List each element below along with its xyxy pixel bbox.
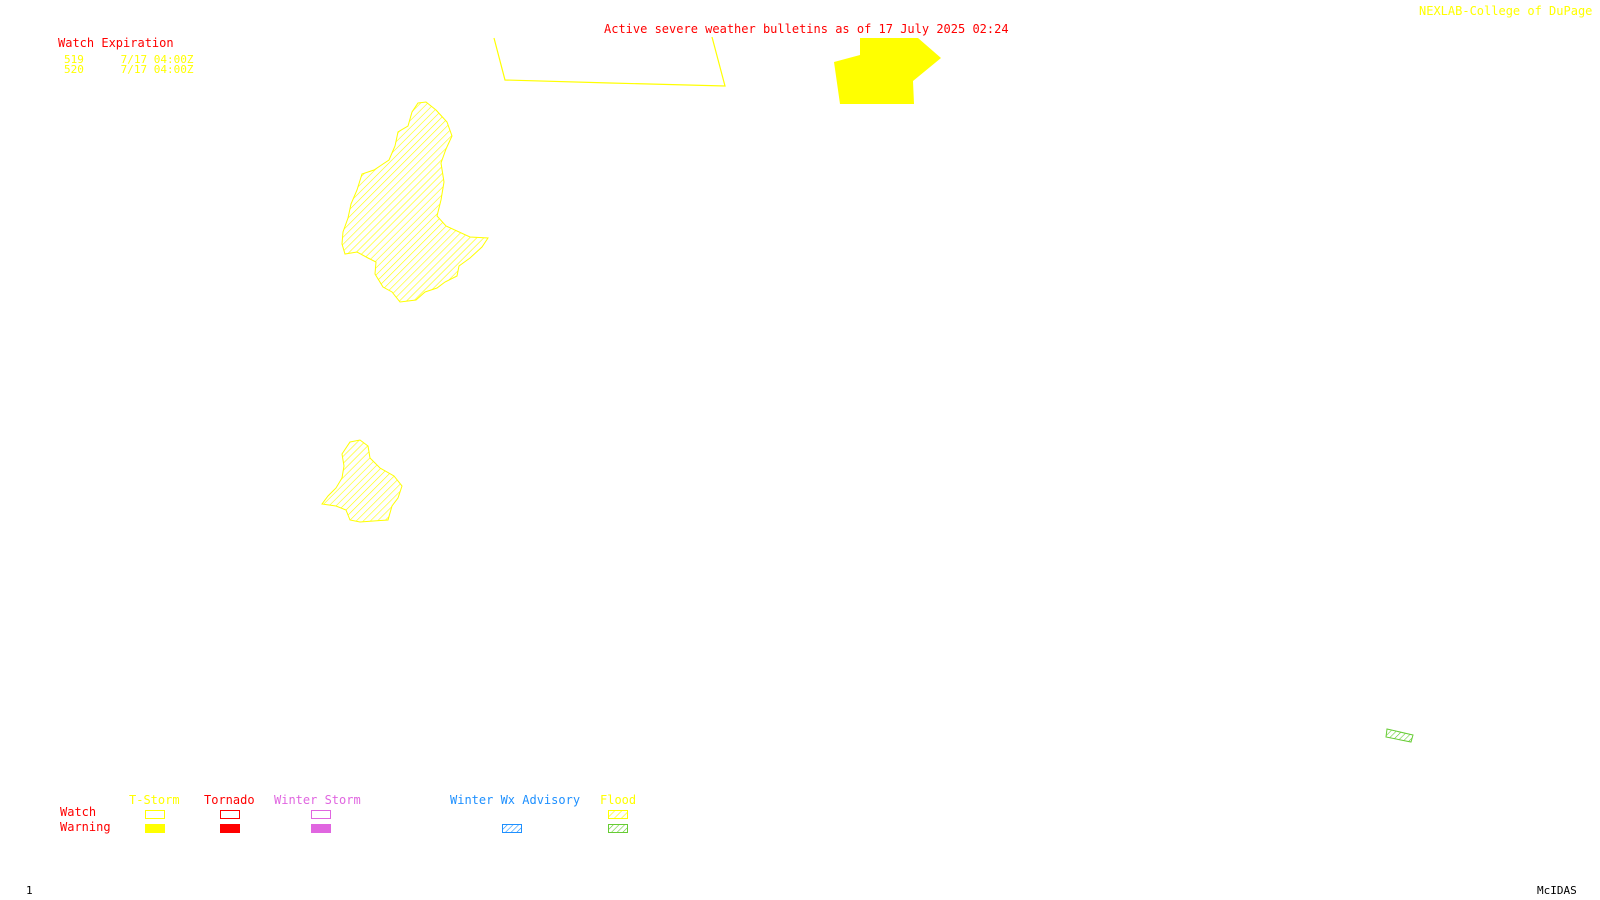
watch-expires: 7/17 04:00Z xyxy=(120,53,194,66)
legend-tstorm-label: T-Storm xyxy=(129,793,180,807)
tstorm-watch-outline[interactable] xyxy=(493,36,726,87)
flood-watch-area-south[interactable] xyxy=(321,439,403,523)
legend-flood-label: Flood xyxy=(600,793,637,807)
watch-expires: 7/17 04:00Z xyxy=(120,63,194,76)
flood-watch-swatch xyxy=(608,810,628,819)
legend-warning-row-label: Warning xyxy=(60,820,111,834)
tstorm-watch-swatch xyxy=(145,810,165,819)
flood-warning-strip[interactable] xyxy=(1385,728,1414,743)
winter-storm-watch-swatch xyxy=(311,810,331,819)
watch-expiration-row[interactable]: 520 7/17 04:00Z xyxy=(64,64,193,75)
mcidas-brand: McIDAS xyxy=(1537,884,1577,897)
watch-number: 519 xyxy=(64,53,84,66)
watch-expiration-title: Watch Expiration xyxy=(58,36,174,50)
legend-watch-row-label: Watch xyxy=(60,805,97,819)
watch-number: 520 xyxy=(64,63,84,76)
watch-expiration-row[interactable]: 519 7/17 04:00Z xyxy=(64,54,193,65)
tornado-watch-swatch xyxy=(220,810,240,819)
legend-winter-storm-label: Winter Storm xyxy=(274,793,361,807)
legend-winter-advisory-label: Winter Wx Advisory xyxy=(450,793,581,807)
flood-watch-area-north[interactable] xyxy=(341,101,489,303)
tstorm-warning-swatch xyxy=(145,824,165,833)
source-credit: NEXLAB-College of DuPage R xyxy=(1419,4,1600,18)
winter-storm-warning-swatch xyxy=(311,824,331,833)
flood-warning-swatch xyxy=(608,824,628,833)
frame-number: 1 xyxy=(26,884,33,897)
legend-tornado-label: Tornado xyxy=(204,793,255,807)
winter-advisory-swatch xyxy=(502,824,522,833)
tornado-warning-swatch xyxy=(220,824,240,833)
bulletin-title: Active severe weather bulletins as of 17… xyxy=(604,22,1009,36)
tstorm-warning-polygon[interactable] xyxy=(834,38,941,104)
